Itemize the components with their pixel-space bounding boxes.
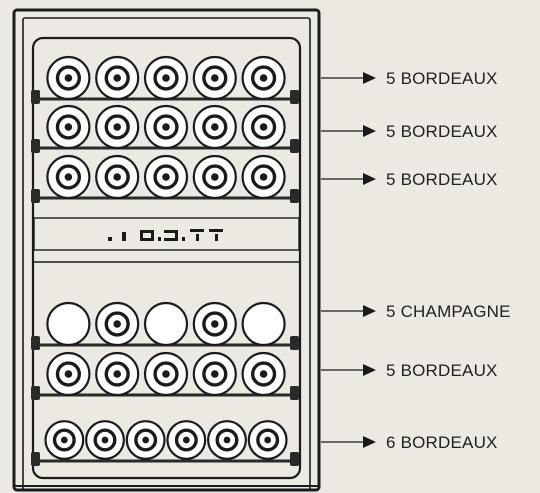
shelves — [31, 55, 299, 466]
cabinet-inner-frame — [22, 17, 311, 491]
shelf — [31, 104, 299, 153]
arrow-icon — [363, 72, 376, 84]
bottle-neck-view — [143, 351, 189, 397]
shelf-capacity-label: 5 BORDEAUX — [386, 361, 498, 380]
shelf-bracket-left — [31, 452, 40, 466]
shelf-labels: 5 BORDEAUX 5 BORDEAUX 5 BORDEAUX 5 CHAMPAGN… — [321, 69, 511, 452]
bottle-neck-view — [143, 55, 189, 101]
shelf-capacity-label: 5 BORDEAUX — [386, 170, 498, 189]
digital-display-icon — [108, 229, 223, 241]
bottle-neck-view — [95, 55, 140, 101]
bottle-neck-view — [207, 420, 247, 460]
cabinet — [12, 8, 321, 492]
control-panel — [33, 217, 300, 263]
bottle-neck-view — [46, 104, 91, 150]
bottle-neck-view — [166, 420, 207, 460]
shelf-capacity-label: 6 BORDEAUX — [386, 433, 498, 452]
bottle-base-view — [241, 301, 286, 347]
bottle-neck-view — [143, 104, 189, 150]
arrow-icon — [363, 364, 376, 376]
bottle-base-view — [46, 301, 91, 347]
bottle-neck-view — [85, 420, 125, 460]
arrow-icon — [363, 125, 376, 137]
shelf-label: 5 BORDEAUX — [321, 122, 498, 141]
bottle-neck-view — [95, 301, 140, 347]
shelf-bracket-right — [290, 189, 299, 203]
bottle-neck-view — [44, 420, 85, 460]
shelf — [31, 351, 299, 400]
shelf-label: 5 BORDEAUX — [321, 170, 498, 189]
bottle-neck-view — [46, 55, 91, 101]
shelf-bracket-left — [31, 139, 40, 153]
shelf-capacity-label: 5 BORDEAUX — [386, 122, 498, 141]
shelf-bracket-right — [290, 90, 299, 104]
shelf — [31, 55, 299, 104]
bottle-neck-view — [46, 351, 91, 397]
shelf-bracket-right — [290, 139, 299, 153]
shelf — [31, 420, 299, 466]
bottle-neck-view — [95, 104, 140, 150]
shelf-capacity-label: 5 BORDEAUX — [386, 69, 498, 88]
shelf-bracket-right — [290, 452, 299, 466]
bottle-neck-view — [192, 154, 237, 200]
bottle-neck-view — [241, 351, 286, 397]
bottle-neck-view — [95, 154, 140, 200]
shelf-label: 5 BORDEAUX — [321, 69, 498, 88]
bottle-neck-view — [241, 55, 286, 101]
shelf — [31, 301, 299, 350]
shelf-bracket-right — [290, 386, 299, 400]
bottle-neck-view — [143, 154, 189, 200]
bottle-base-view — [143, 301, 189, 347]
shelf-capacity-label: 5 CHAMPAGNE — [386, 302, 511, 321]
bottle-neck-view — [125, 420, 166, 460]
bottle-neck-view — [192, 301, 237, 347]
control-panel-strip — [33, 217, 300, 251]
bottle-neck-view — [192, 55, 237, 101]
bottle-neck-view — [192, 351, 237, 397]
shelf-bracket-left — [31, 90, 40, 104]
shelf-bracket-right — [290, 336, 299, 350]
bottle-neck-view — [241, 104, 286, 150]
shelf-bracket-left — [31, 386, 40, 400]
arrow-icon — [363, 173, 376, 185]
arrow-icon — [363, 436, 376, 448]
bottle-neck-view — [95, 351, 140, 397]
bottle-neck-view — [241, 154, 286, 200]
bottle-neck-view — [192, 104, 237, 150]
shelf-label: 5 BORDEAUX — [321, 361, 498, 380]
bottle-neck-view — [46, 154, 91, 200]
shelf-bracket-left — [31, 189, 40, 203]
bottle-neck-view — [247, 420, 288, 460]
cabinet-door-glass — [31, 36, 302, 480]
shelf-label: 6 BORDEAUX — [321, 433, 498, 452]
shelf-bracket-left — [31, 336, 40, 350]
shelf — [31, 154, 299, 203]
shelf-label: 5 CHAMPAGNE — [321, 302, 511, 321]
arrow-icon — [363, 305, 376, 317]
